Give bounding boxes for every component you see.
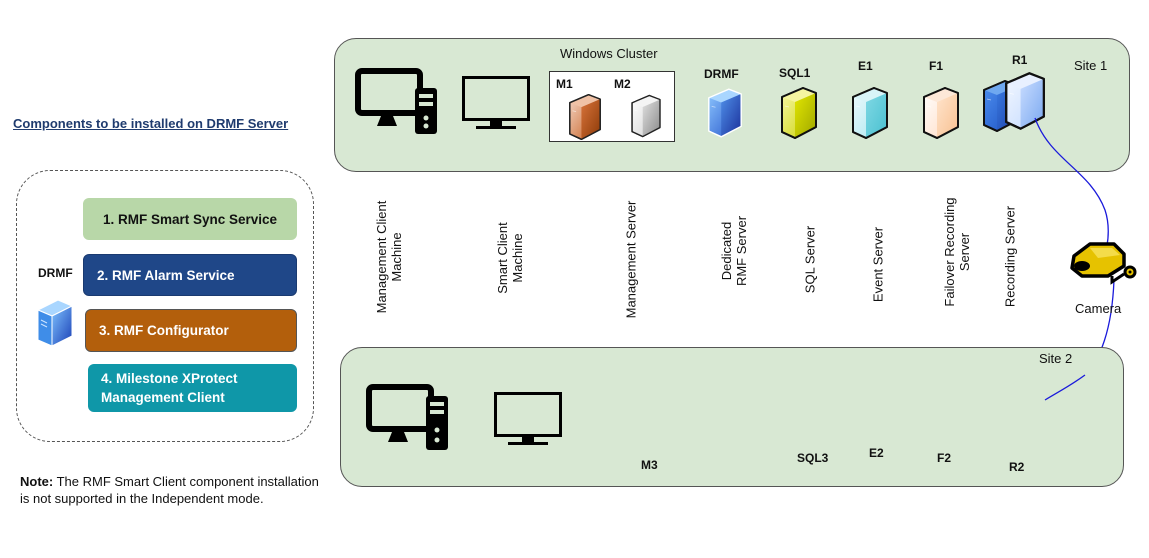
m3-label: M3 bbox=[641, 458, 658, 472]
component-label: 2. RMF Alarm Service bbox=[97, 267, 235, 283]
drmf-label: DRMF bbox=[704, 67, 739, 81]
site2-workstation-icon bbox=[366, 384, 448, 450]
component-label-line1: 4. Milestone XProtect bbox=[101, 371, 238, 386]
drmf-components-group bbox=[16, 170, 314, 442]
e1-label: E1 bbox=[858, 59, 873, 73]
drmf-server-icon-site1 bbox=[708, 88, 742, 138]
components-heading: Components to be installed on DRMF Serve… bbox=[13, 116, 289, 131]
f2-label: F2 bbox=[937, 451, 952, 465]
f1-server-icon bbox=[923, 87, 959, 139]
component-alarm-service: 2. RMF Alarm Service bbox=[83, 254, 297, 296]
component-xprotect-management-client: 4. Milestone XProtect Management Client bbox=[88, 364, 297, 412]
note: Note: The RMF Smart Client component ins… bbox=[20, 473, 330, 507]
component-label: 1. RMF Smart Sync Service bbox=[102, 211, 278, 227]
site-2-panel bbox=[340, 347, 1124, 487]
smart-client-machine-icon bbox=[462, 76, 530, 129]
f1-label: F1 bbox=[929, 59, 944, 73]
r2-label: R2 bbox=[1009, 460, 1025, 474]
drmf-server-label: DRMF bbox=[38, 266, 73, 280]
component-label: 3. RMF Configurator bbox=[99, 323, 229, 338]
drmf-server-icon bbox=[36, 299, 74, 347]
management-client-machine-icon bbox=[355, 68, 437, 134]
site-1-label: Site 1 bbox=[1074, 58, 1108, 73]
site-2-label: Site 2 bbox=[1039, 351, 1073, 366]
sql1-server-icon bbox=[781, 87, 817, 139]
e2-label: E2 bbox=[869, 446, 884, 460]
m1-label: M1 bbox=[556, 77, 573, 91]
m2-server-icon bbox=[631, 94, 661, 138]
note-text: The RMF Smart Client component installat… bbox=[20, 474, 319, 506]
component-label-line2: Management Client bbox=[101, 390, 225, 405]
sql3-label: SQL3 bbox=[797, 451, 829, 465]
windows-cluster-label: Windows Cluster bbox=[560, 46, 658, 61]
r1-server-icon bbox=[1005, 72, 1045, 130]
component-configurator: 3. RMF Configurator bbox=[85, 309, 297, 352]
camera-icon bbox=[1070, 242, 1137, 285]
sql1-label: SQL1 bbox=[779, 66, 811, 80]
e1-server-icon bbox=[852, 87, 888, 139]
link-r1-camera bbox=[1034, 117, 1109, 246]
m2-label: M2 bbox=[614, 77, 631, 91]
camera-label: Camera bbox=[1075, 301, 1122, 316]
r1-label: R1 bbox=[1012, 53, 1028, 67]
site2-monitor-icon bbox=[494, 392, 562, 445]
component-smart-sync-service: 1. RMF Smart Sync Service bbox=[83, 198, 297, 240]
m1-server-icon bbox=[569, 93, 601, 141]
note-label: Note: bbox=[20, 474, 54, 489]
